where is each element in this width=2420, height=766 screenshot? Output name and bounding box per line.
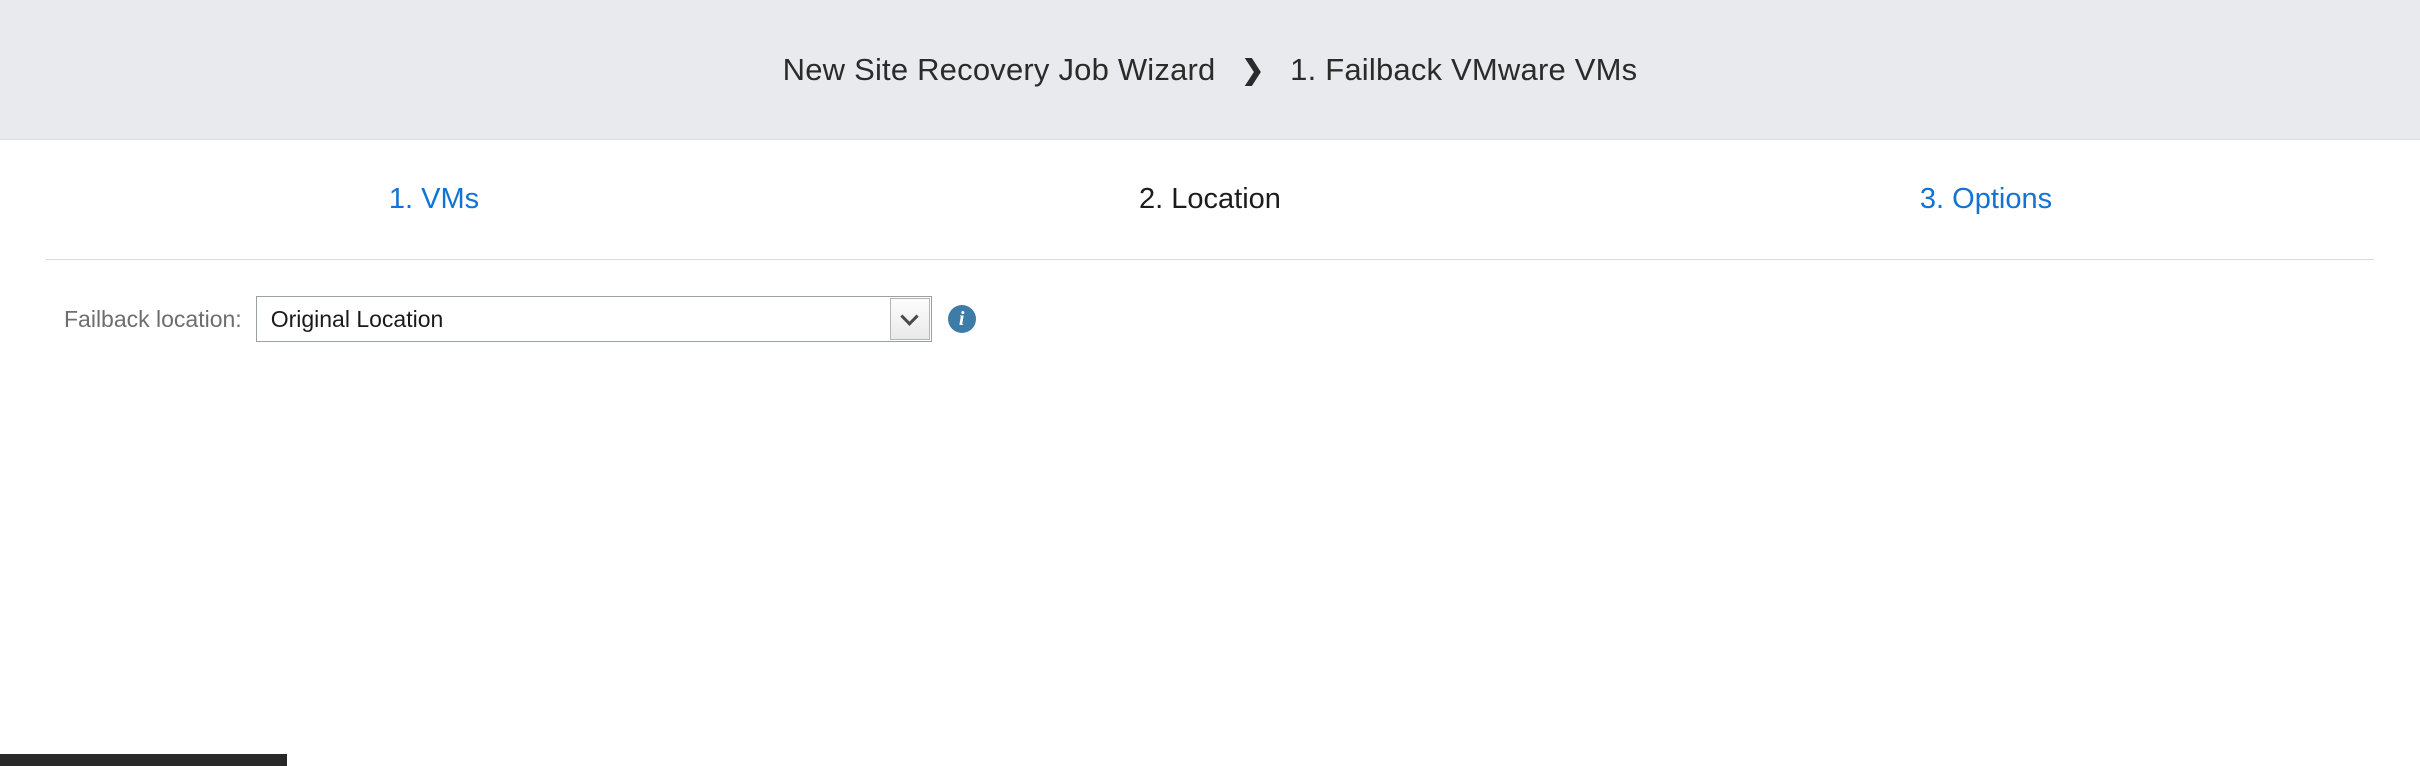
wizard-title-bar: New Site Recovery Job Wizard ❯ 1. Failba… — [0, 0, 2420, 140]
tab-location: 2. Location — [1139, 183, 1281, 215]
wizard-steps: 1. VMs 2. Location 3. Options — [46, 140, 2374, 260]
failback-location-select[interactable]: Original Location — [255, 296, 932, 342]
failback-location-label: Failback location: — [64, 305, 242, 332]
background-window-edge — [0, 754, 287, 766]
chevron-right-icon: ❯ — [1241, 55, 1265, 85]
dropdown-arrow-button[interactable] — [889, 298, 930, 340]
failback-location-row: Failback location: Original Location i — [0, 296, 2420, 342]
wizard-title: New Site Recovery Job Wizard — [782, 51, 1216, 87]
failback-location-value: Original Location — [270, 305, 444, 332]
info-icon[interactable]: i — [947, 305, 976, 333]
tab-options[interactable]: 3. Options — [1919, 183, 2053, 215]
wizard-step-title: 1. Failback VMware VMs — [1290, 51, 1638, 87]
tab-vms[interactable]: 1. VMs — [388, 183, 480, 215]
chevron-down-icon — [900, 306, 919, 326]
